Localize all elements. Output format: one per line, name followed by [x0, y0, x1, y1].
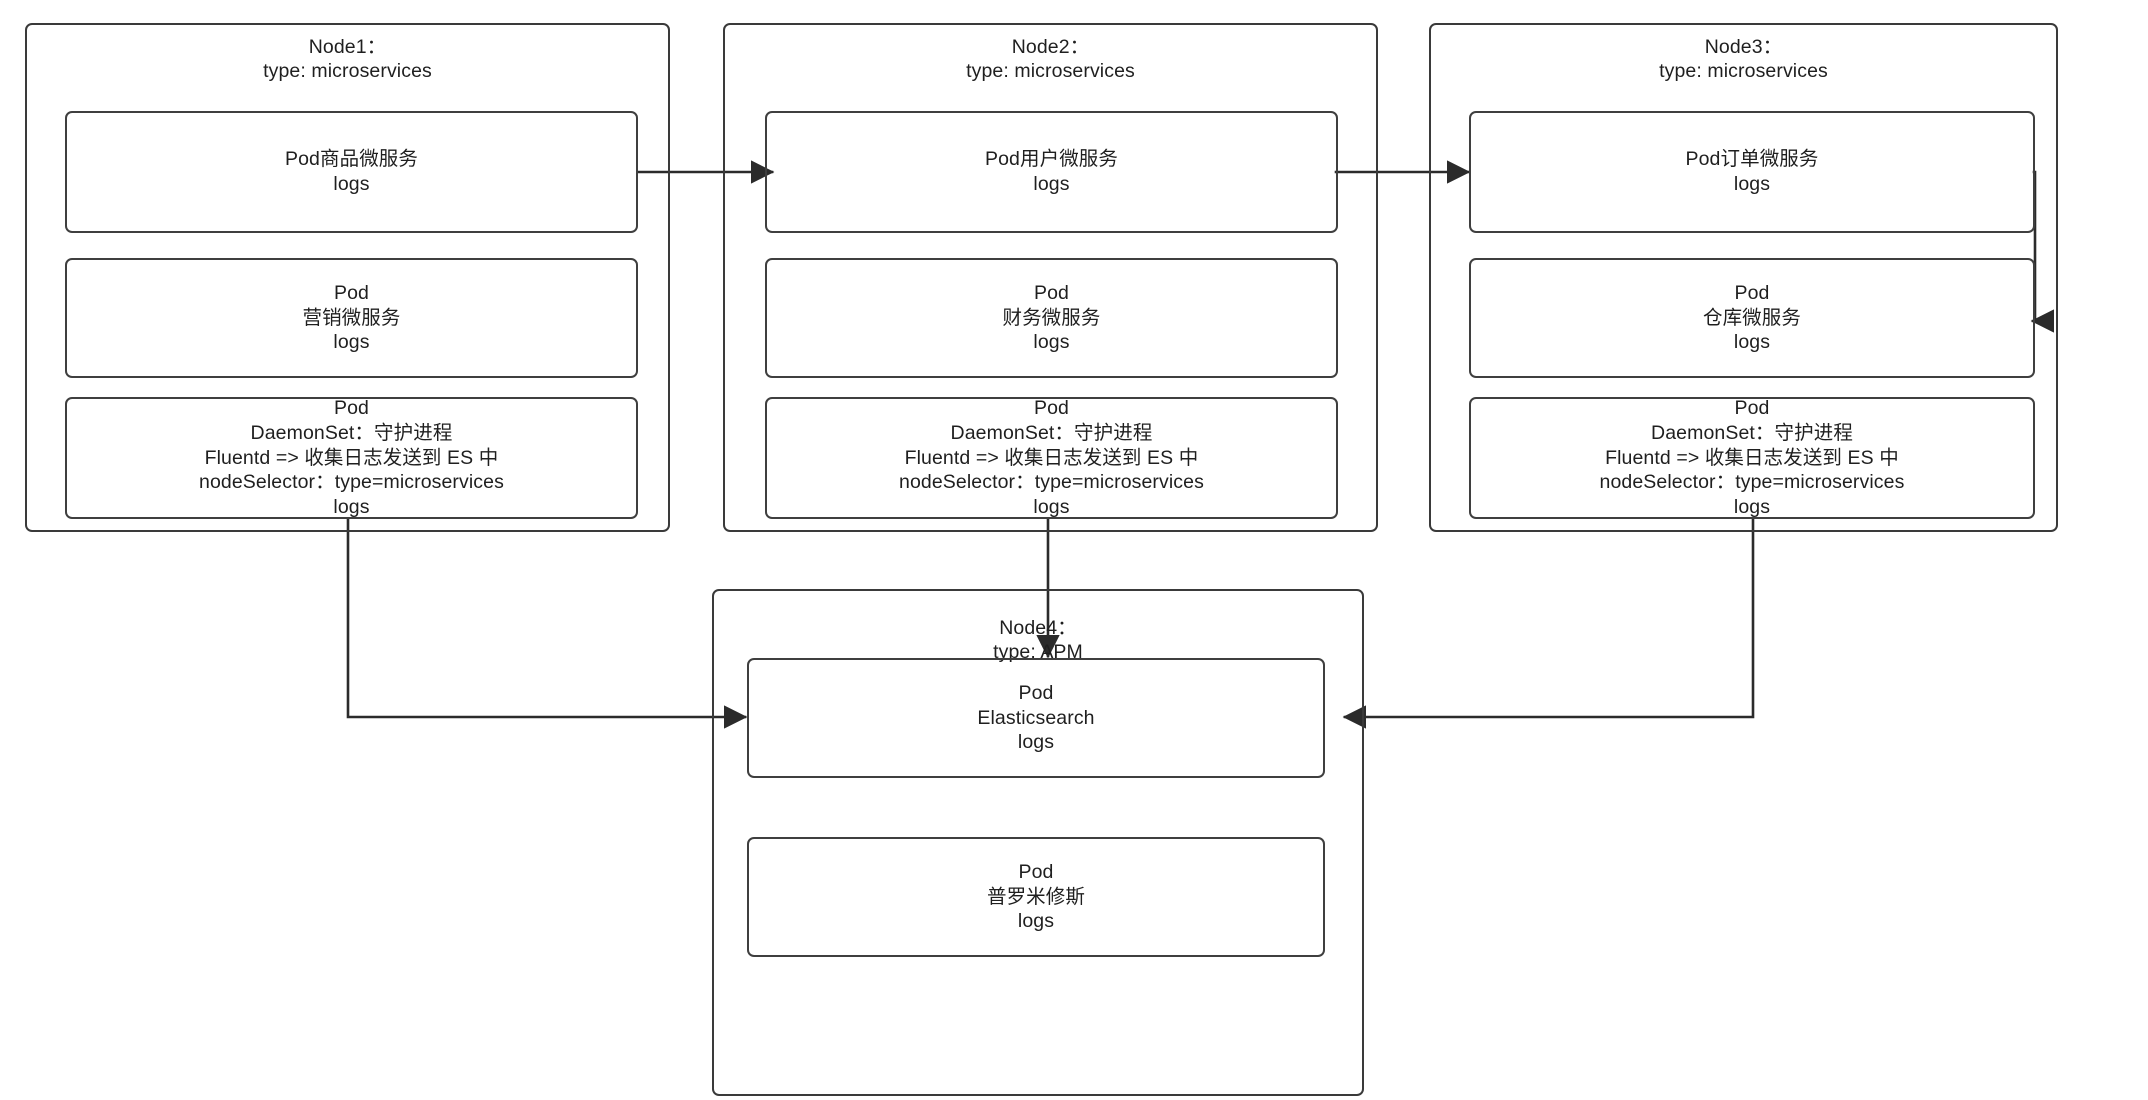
pod-label-node4-pod2: Pod 普罗米修斯 logs: [986, 860, 1085, 933]
pod-label-node3-pod2: Pod 仓库微服务 logs: [1702, 281, 1801, 354]
pod-node1-pod1[interactable]: Pod商品微服务 logs: [65, 111, 638, 233]
pod-node4-pod2[interactable]: Pod 普罗米修斯 logs: [747, 837, 1325, 957]
pod-node1-pod3[interactable]: Pod DaemonSet：守护进程 Fluentd => 收集日志发送到 ES…: [65, 397, 638, 519]
pod-node1-pod2[interactable]: Pod 营销微服务 logs: [65, 258, 638, 378]
pod-label-node3-pod1: Pod订单微服务 logs: [1685, 148, 1819, 195]
pod-label-node3-pod3: Pod DaemonSet：守护进程 Fluentd => 收集日志发送到 ES…: [1599, 396, 1905, 519]
pod-label-node4-pod1: Pod Elasticsearch logs: [977, 681, 1095, 754]
pod-label-node2-pod1: Pod用户微服务 logs: [985, 148, 1118, 195]
pod-node3-pod1[interactable]: Pod订单微服务 logs: [1469, 111, 2035, 233]
pod-label-node2-pod2: Pod 财务微服务 logs: [1002, 281, 1101, 354]
pod-label-node1-pod3: Pod DaemonSet：守护进程 Fluentd => 收集日志发送到 ES…: [199, 396, 504, 519]
pod-node3-pod3[interactable]: Pod DaemonSet：守护进程 Fluentd => 收集日志发送到 ES…: [1469, 397, 2035, 519]
node-title-node1: Node1： type: microservices: [263, 36, 432, 82]
edge-node1-daemonset-to-es: [346, 517, 748, 729]
node-container-node3[interactable]: Node3： type: microservices: [1429, 23, 2058, 532]
pod-node2-pod3[interactable]: Pod DaemonSet：守护进程 Fluentd => 收集日志发送到 ES…: [765, 397, 1338, 519]
pod-label-node1-pod1: Pod商品微服务 logs: [285, 148, 418, 195]
node-container-node2[interactable]: Node2： type: microservices: [723, 23, 1378, 532]
node-container-node4[interactable]: Node4： type: APM: [712, 589, 1364, 1096]
pod-label-node2-pod3: Pod DaemonSet：守护进程 Fluentd => 收集日志发送到 ES…: [899, 396, 1204, 519]
node-title-node3: Node3： type: microservices: [1659, 36, 1828, 82]
pod-node2-pod2[interactable]: Pod 财务微服务 logs: [765, 258, 1338, 378]
pod-node2-pod1[interactable]: Pod用户微服务 logs: [765, 111, 1338, 233]
pod-node3-pod2[interactable]: Pod 仓库微服务 logs: [1469, 258, 2035, 378]
node-container-node1[interactable]: Node1： type: microservices: [25, 23, 670, 532]
node-title-node4: Node4： type: APM: [993, 617, 1083, 663]
pod-node4-pod1[interactable]: Pod Elasticsearch logs: [747, 658, 1325, 778]
node-title-node2: Node2： type: microservices: [966, 36, 1135, 82]
pod-label-node1-pod2: Pod 营销微服务 logs: [302, 281, 401, 354]
edge-node3-daemonset-to-es: [1342, 517, 1755, 729]
